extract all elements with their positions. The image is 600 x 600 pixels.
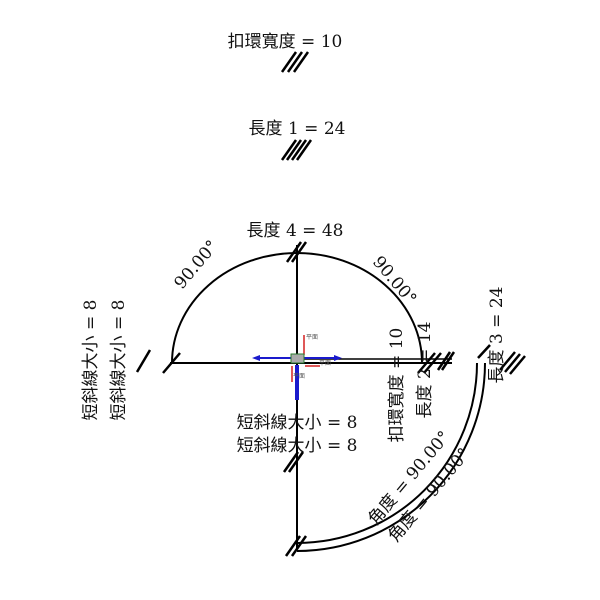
arrow-left-icon — [252, 355, 260, 361]
length1-label[interactable]: 長度 1 = 24 — [249, 119, 346, 139]
orientation-gizmo[interactable]: 平面 平面 平面 — [252, 334, 342, 400]
short-slash-left-label-1[interactable]: 短斜線大小 = 8 — [81, 300, 101, 421]
length4-label[interactable]: 長度 4 = 48 — [247, 221, 344, 241]
lower-arc-inner[interactable] — [296, 362, 478, 544]
short-slash-center-label-1[interactable]: 短斜線大小 = 8 — [237, 413, 358, 433]
short-slash-left-label-2[interactable]: 短斜線大小 = 8 — [109, 300, 129, 421]
angle-right-label[interactable]: 90.00° — [368, 252, 420, 309]
length3-label[interactable]: 長度 3 = 24 — [487, 287, 507, 384]
gizmo-label-up: 平面 — [306, 334, 318, 341]
length2-label[interactable]: 長度 2 = 14 — [415, 322, 435, 419]
gizmo-label-right: 平面 — [319, 360, 331, 367]
clip-ring-width-label[interactable]: 扣環寬度 = 10 — [228, 32, 343, 52]
origin-marker[interactable] — [290, 353, 305, 364]
angle-left-label[interactable]: 90.00° — [171, 237, 223, 294]
lower-arc-outer[interactable] — [296, 362, 486, 552]
clip-ring-width-right-label[interactable]: 扣環寬度 = 10 — [387, 328, 407, 443]
short-slash-center-label-2[interactable]: 短斜線大小 = 8 — [237, 436, 358, 456]
arrow-right-icon — [334, 355, 342, 361]
slash-marks — [135, 51, 526, 557]
gizmo-label-down: 平面 — [293, 373, 305, 380]
